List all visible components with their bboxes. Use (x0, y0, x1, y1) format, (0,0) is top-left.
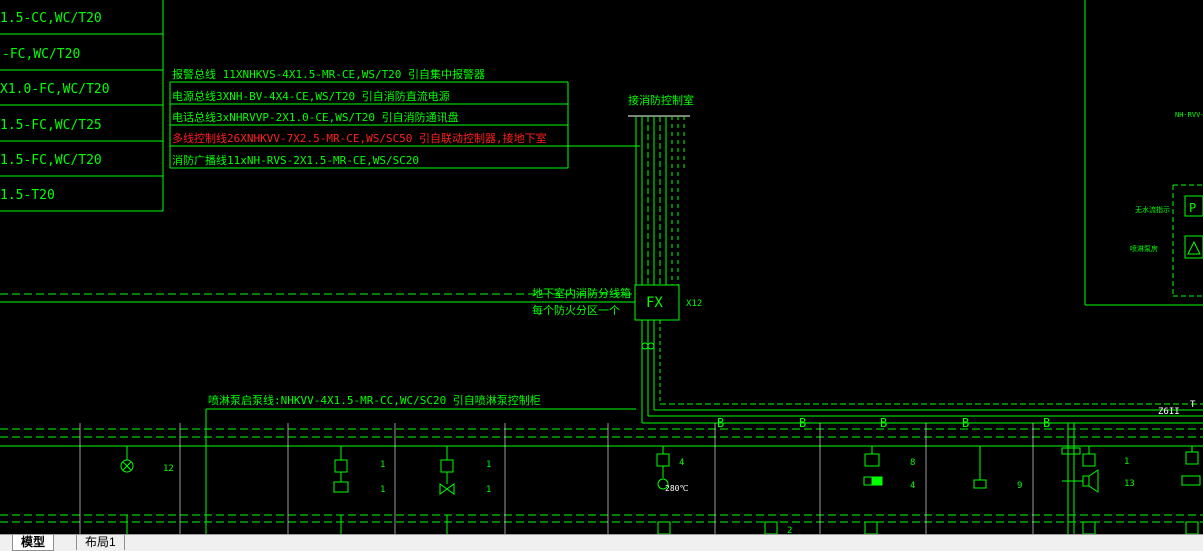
legend-line-alarm-bus: 报警总线 11XNHKVS-4X1.5-MR-CE,WS/T20 引自集中报警器 (172, 67, 485, 81)
cable-legend-frame (169, 81, 640, 169)
fx-box-count: X12 (686, 299, 702, 309)
column-dividers (79, 423, 1034, 534)
second-row-devices[interactable] (126, 515, 1199, 534)
valve-icon[interactable] (439, 446, 455, 495)
sprinkler-leader (205, 408, 636, 534)
smoke-detector-count: 12 (163, 464, 174, 474)
valve-count-bottom: 1 (486, 485, 491, 495)
water-flow-indicator-icon[interactable] (973, 446, 987, 489)
fire-control-room-label: 接消防控制室 (628, 93, 694, 107)
legend-line-broadcast: 消防广播线11xNH-RVS-2X1.5-MR-CE,WS/SC20 (172, 153, 419, 167)
left-table-row: -FC,WC/T20 (2, 47, 80, 62)
bus-b-marker: B (1043, 416, 1050, 430)
cad-drawing-canvas[interactable]: 1.5-CC,WC/T20 -FC,WC/T20 X1.0-FC,WC/T20 … (0, 0, 1203, 534)
left-table-row: 1.5-FC,WC/T20 (0, 153, 102, 168)
layout-tab-bar: 模型 布局1 (0, 534, 1203, 551)
tab-layout1[interactable]: 布局1 (76, 535, 125, 550)
tab-model[interactable]: 模型 (12, 535, 55, 551)
temp-detector-label: 280℃ (665, 484, 688, 493)
left-table-row: 1.5-T20 (0, 188, 55, 203)
speaker-count-top: 1 (1124, 457, 1129, 467)
speaker-count-bottom: 13 (1124, 479, 1135, 489)
relay-count-bottom: 1 (380, 485, 385, 495)
right-panel-top-text: NH-RVV- (1175, 111, 1203, 119)
temperature-detector-icon[interactable] (656, 446, 670, 490)
relay-count-top: 1 (380, 460, 385, 470)
smoke-detector-icon[interactable] (120, 446, 134, 473)
bus-b-marker: B (717, 416, 724, 430)
sprinkler-pump-line-label: 喷淋泵启泵线:NHKVV-4X1.5-MR-CC,WC/SC20 引自喷淋泵控制… (208, 393, 541, 407)
bus-b-marker: B (880, 416, 887, 430)
fx-note-line1: 地下室内消防分线箱 (532, 286, 631, 300)
main-bus-lines (0, 403, 1203, 523)
second-row-count: 2 (787, 526, 792, 534)
relay-module-icon[interactable] (333, 446, 349, 493)
basement-feed-lines (0, 293, 635, 303)
riser-cables (628, 115, 690, 285)
bus-b-marker: B (799, 416, 806, 430)
input-module-count-bottom: 4 (910, 481, 915, 491)
right-module-icon[interactable] (1181, 446, 1201, 486)
fx-note-line2: 每个防火分区一个 (532, 303, 620, 317)
left-table-row: 1.5-CC,WC/T20 (0, 11, 102, 26)
legend-line-power-bus: 电源总线3XNH-BV-4X4-CE,WS/T20 引自消防直流电源 (172, 89, 450, 103)
water-flow-count: 9 (1017, 481, 1022, 491)
left-table-row: X1.0-FC,WC/T20 (0, 82, 110, 97)
valve-count-top: 1 (486, 460, 491, 470)
legend-line-phone-bus: 电话总线3xNHRVVP-2X1.0-CE,WS/T20 引自消防通讯盘 (172, 110, 459, 124)
right-panel-frame (1084, 0, 1203, 306)
bus-right-t: T (1190, 400, 1196, 410)
legend-line-control: 多线控制线26XNHKVV-7X2.5-MR-CE,WS/SC50 引自联动控制… (172, 131, 547, 145)
left-table-row: 1.5-FC,WC/T25 (0, 118, 102, 133)
left-cable-table (0, 0, 164, 212)
input-module-count-top: 8 (910, 458, 915, 468)
right-panel-label-1: 无水流指示 (1135, 205, 1170, 214)
input-module-icon[interactable] (863, 446, 883, 486)
fx-downlink (641, 320, 661, 423)
speaker-icon[interactable] (1061, 423, 1099, 534)
temp-detector-count: 4 (679, 458, 684, 468)
bus-right-label: Z6II (1158, 407, 1180, 417)
pressure-switch-icon[interactable]: P (1189, 201, 1196, 215)
fx-box-label: FX (646, 295, 663, 311)
right-panel-label-2: 喷淋泵房 (1130, 244, 1158, 253)
bus-b-marker: B (962, 416, 969, 430)
